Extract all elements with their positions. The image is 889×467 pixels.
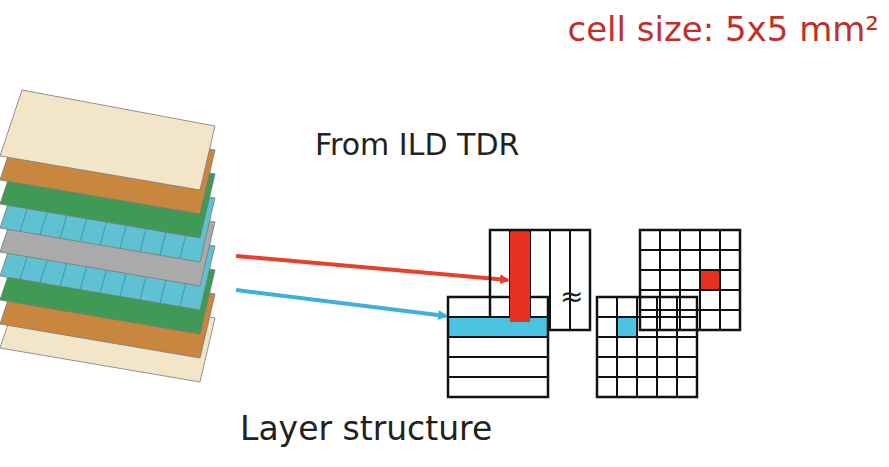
strip-highlight xyxy=(448,317,548,337)
grid-line xyxy=(597,316,697,318)
grid-line xyxy=(616,297,618,397)
cell-highlight xyxy=(700,270,720,290)
grid-line xyxy=(679,230,681,330)
grid-line xyxy=(640,249,740,251)
cell-highlight xyxy=(617,317,637,337)
grid-line xyxy=(597,356,697,358)
grid-line xyxy=(597,376,697,378)
layer-stack xyxy=(0,90,215,382)
grid-line xyxy=(448,316,548,318)
grid-line xyxy=(448,336,548,338)
grid-line xyxy=(640,289,740,291)
grid-line xyxy=(448,356,548,358)
red-arrow xyxy=(236,256,508,280)
grid-line xyxy=(640,309,740,311)
grid-line xyxy=(659,230,661,330)
detector-layer xyxy=(0,90,215,190)
cell-size-note: cell size: 5x5 mm² xyxy=(567,10,879,49)
grid-line xyxy=(448,376,548,378)
grid-line xyxy=(640,269,740,271)
cyan-arrow xyxy=(236,290,446,316)
grid-outline xyxy=(490,230,590,330)
grid-line xyxy=(569,230,571,330)
grid-line xyxy=(656,297,658,397)
grid-outline xyxy=(597,297,697,397)
cell-grids xyxy=(448,230,740,397)
grid-outline xyxy=(640,230,740,330)
approx-symbol: ≈ xyxy=(560,281,583,313)
grid-line xyxy=(549,230,551,330)
strip-highlight xyxy=(510,232,530,322)
grid-line xyxy=(676,297,678,397)
grid-line xyxy=(636,297,638,397)
grid-line xyxy=(719,230,721,330)
caption-label: Layer structure xyxy=(240,410,492,448)
grid-outline xyxy=(448,297,548,397)
strip-highlight xyxy=(510,230,530,330)
source-note: From ILD TDR xyxy=(315,128,519,163)
grid-line xyxy=(699,230,701,330)
grid-line xyxy=(597,336,697,338)
